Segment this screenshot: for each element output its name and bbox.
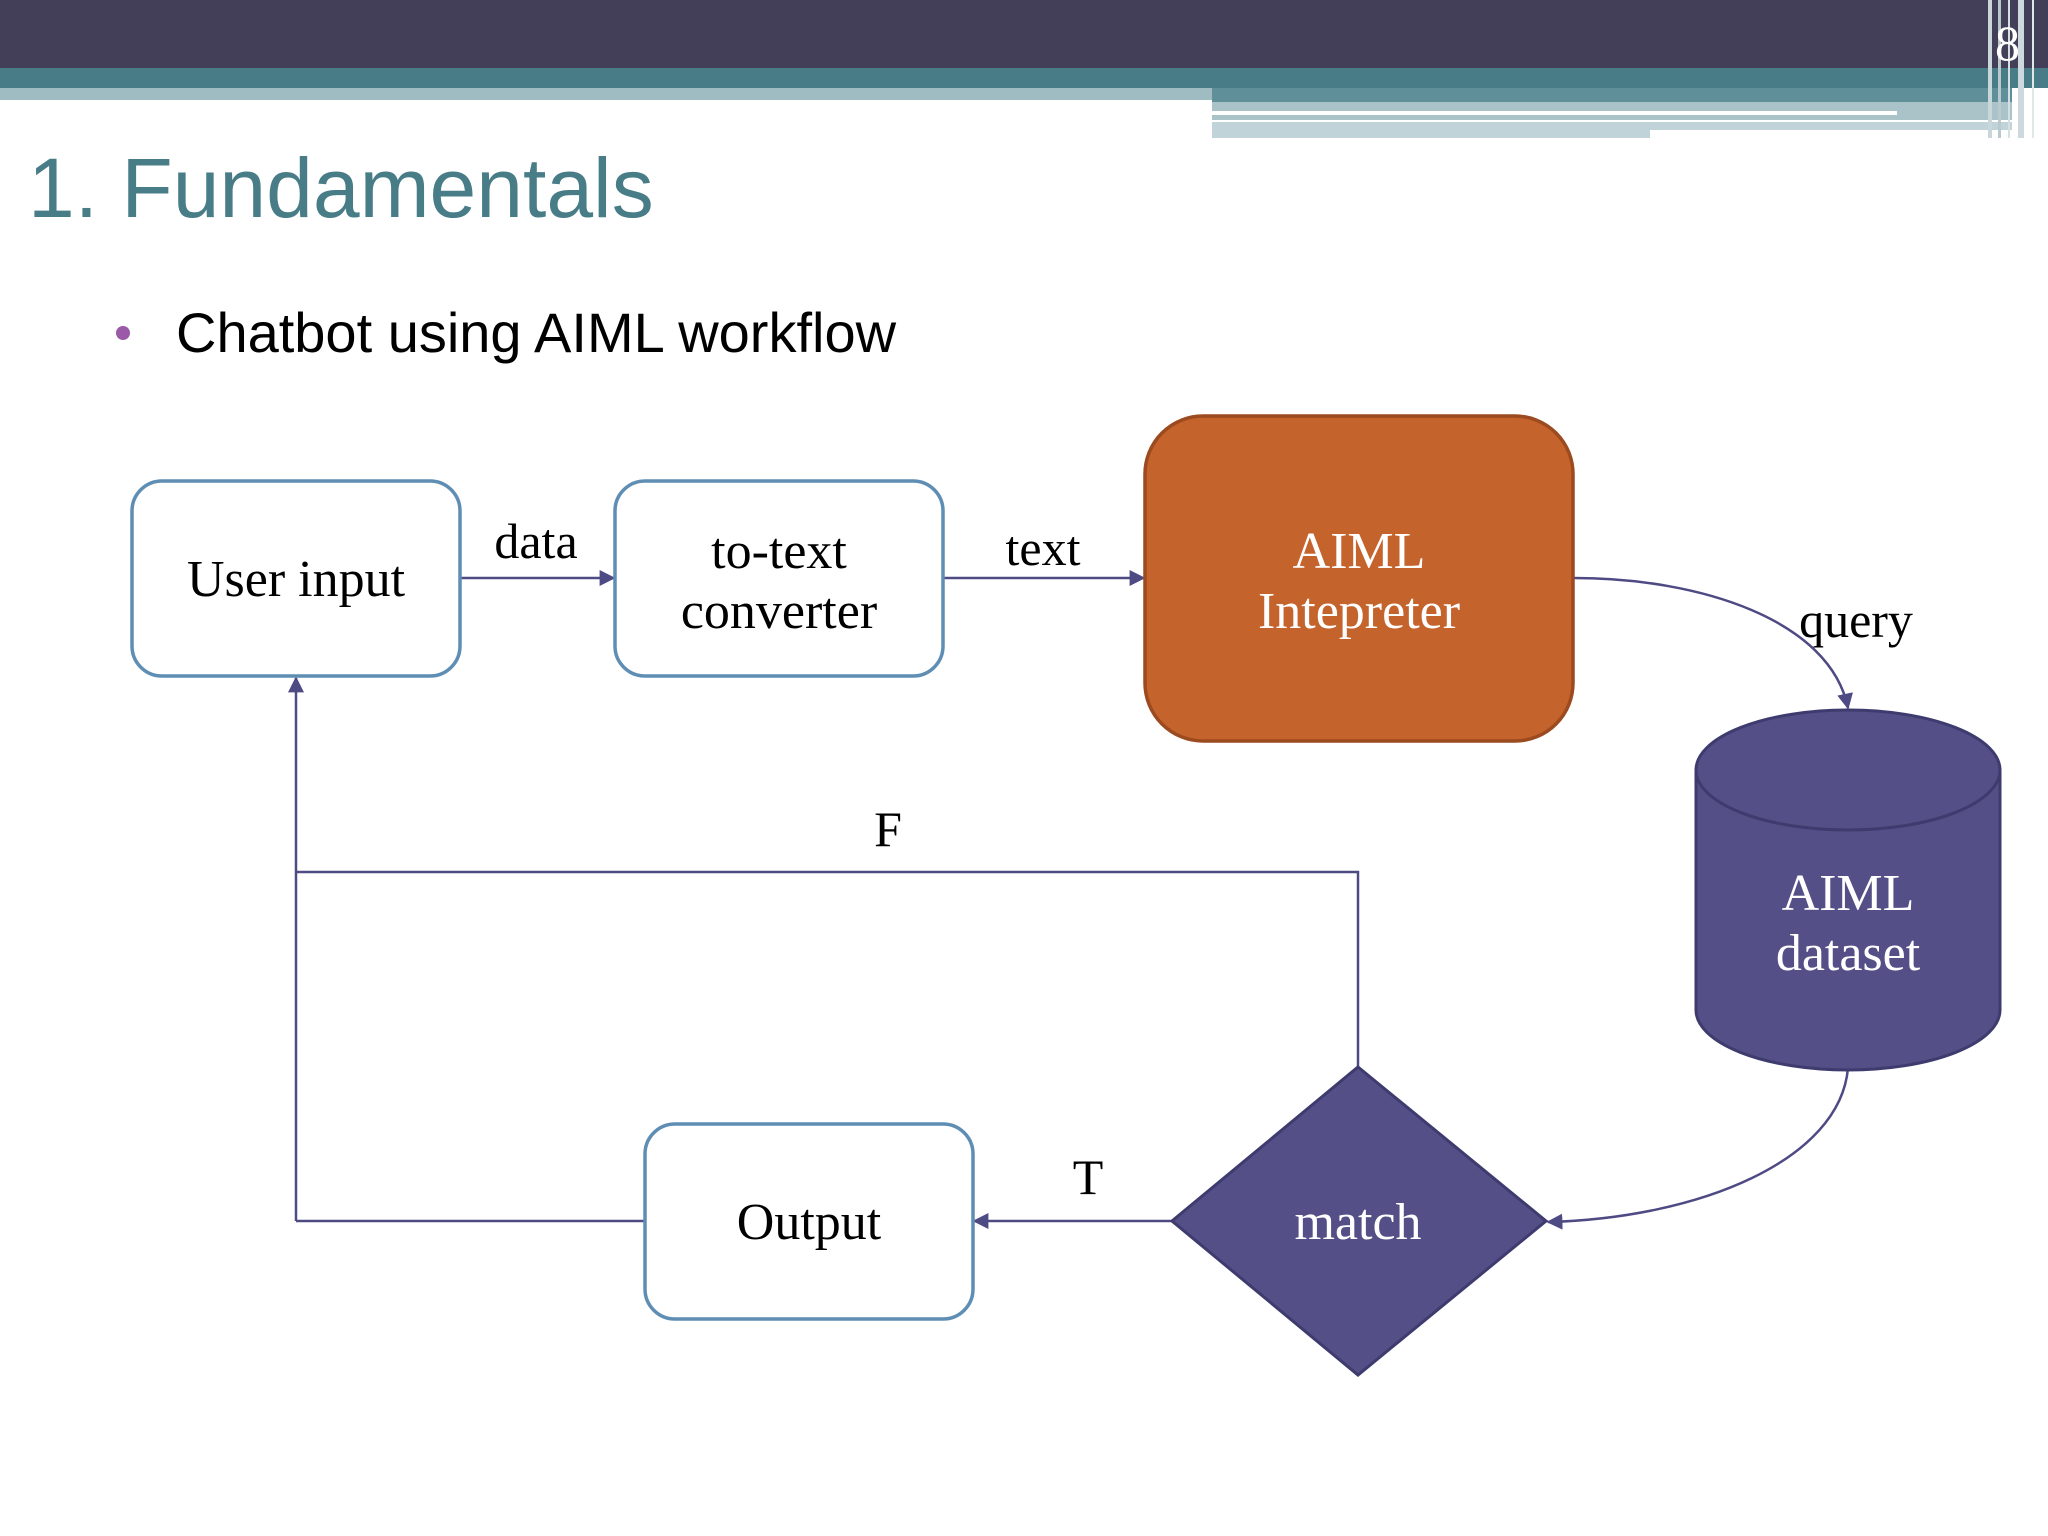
header-bar xyxy=(0,0,2048,68)
node-interpreter-label-line1: AIML xyxy=(1293,523,1426,580)
node-match-label: match xyxy=(1294,1194,1421,1251)
bullet-item: Chatbot using AIML workflow xyxy=(116,300,896,365)
header-band-right xyxy=(1212,88,2012,102)
header-band-right-highlight-short xyxy=(1650,130,2012,138)
header-band-light xyxy=(0,88,1212,100)
node-match-diamond: match xyxy=(1169,1065,1549,1377)
node-output: Output xyxy=(643,1122,975,1321)
header-band-right-highlight xyxy=(1212,111,1897,115)
node-interpreter: AIML Intepreter xyxy=(1143,414,1575,743)
slide-page-number: 8 xyxy=(1995,15,2020,71)
slide-title: 1. Fundamentals xyxy=(28,141,654,235)
edge-label-false: F xyxy=(874,801,902,857)
bullet-text: Chatbot using AIML workflow xyxy=(176,301,897,364)
node-user-input-label: User input xyxy=(187,551,406,608)
node-converter-label-line2: converter xyxy=(681,583,877,640)
edge-label-true: T xyxy=(1073,1149,1104,1205)
edge-label-text: text xyxy=(1006,520,1081,576)
node-output-label: Output xyxy=(737,1194,882,1251)
node-dataset-label-line2: dataset xyxy=(1776,925,1921,982)
node-dataset-cylinder: AIML dataset xyxy=(1694,708,2002,1072)
edge-label-query: query xyxy=(1799,592,1913,648)
node-converter-label-line1: to-text xyxy=(711,523,847,580)
edge-label-data: data xyxy=(494,513,577,569)
node-interpreter-label-line2: Intepreter xyxy=(1258,583,1460,640)
edge-false-branch xyxy=(296,870,1360,1067)
node-dataset-label-line1: AIML xyxy=(1782,865,1915,922)
edge-query xyxy=(1573,576,1853,710)
bullet-dot-icon xyxy=(116,325,130,340)
edge-dataset-to-match xyxy=(1546,1067,1850,1230)
header-edge-stripes xyxy=(1988,0,2034,138)
header-band-teal xyxy=(0,68,2048,88)
node-converter: to-text converter xyxy=(613,479,945,678)
node-user-input: User input xyxy=(130,479,462,678)
